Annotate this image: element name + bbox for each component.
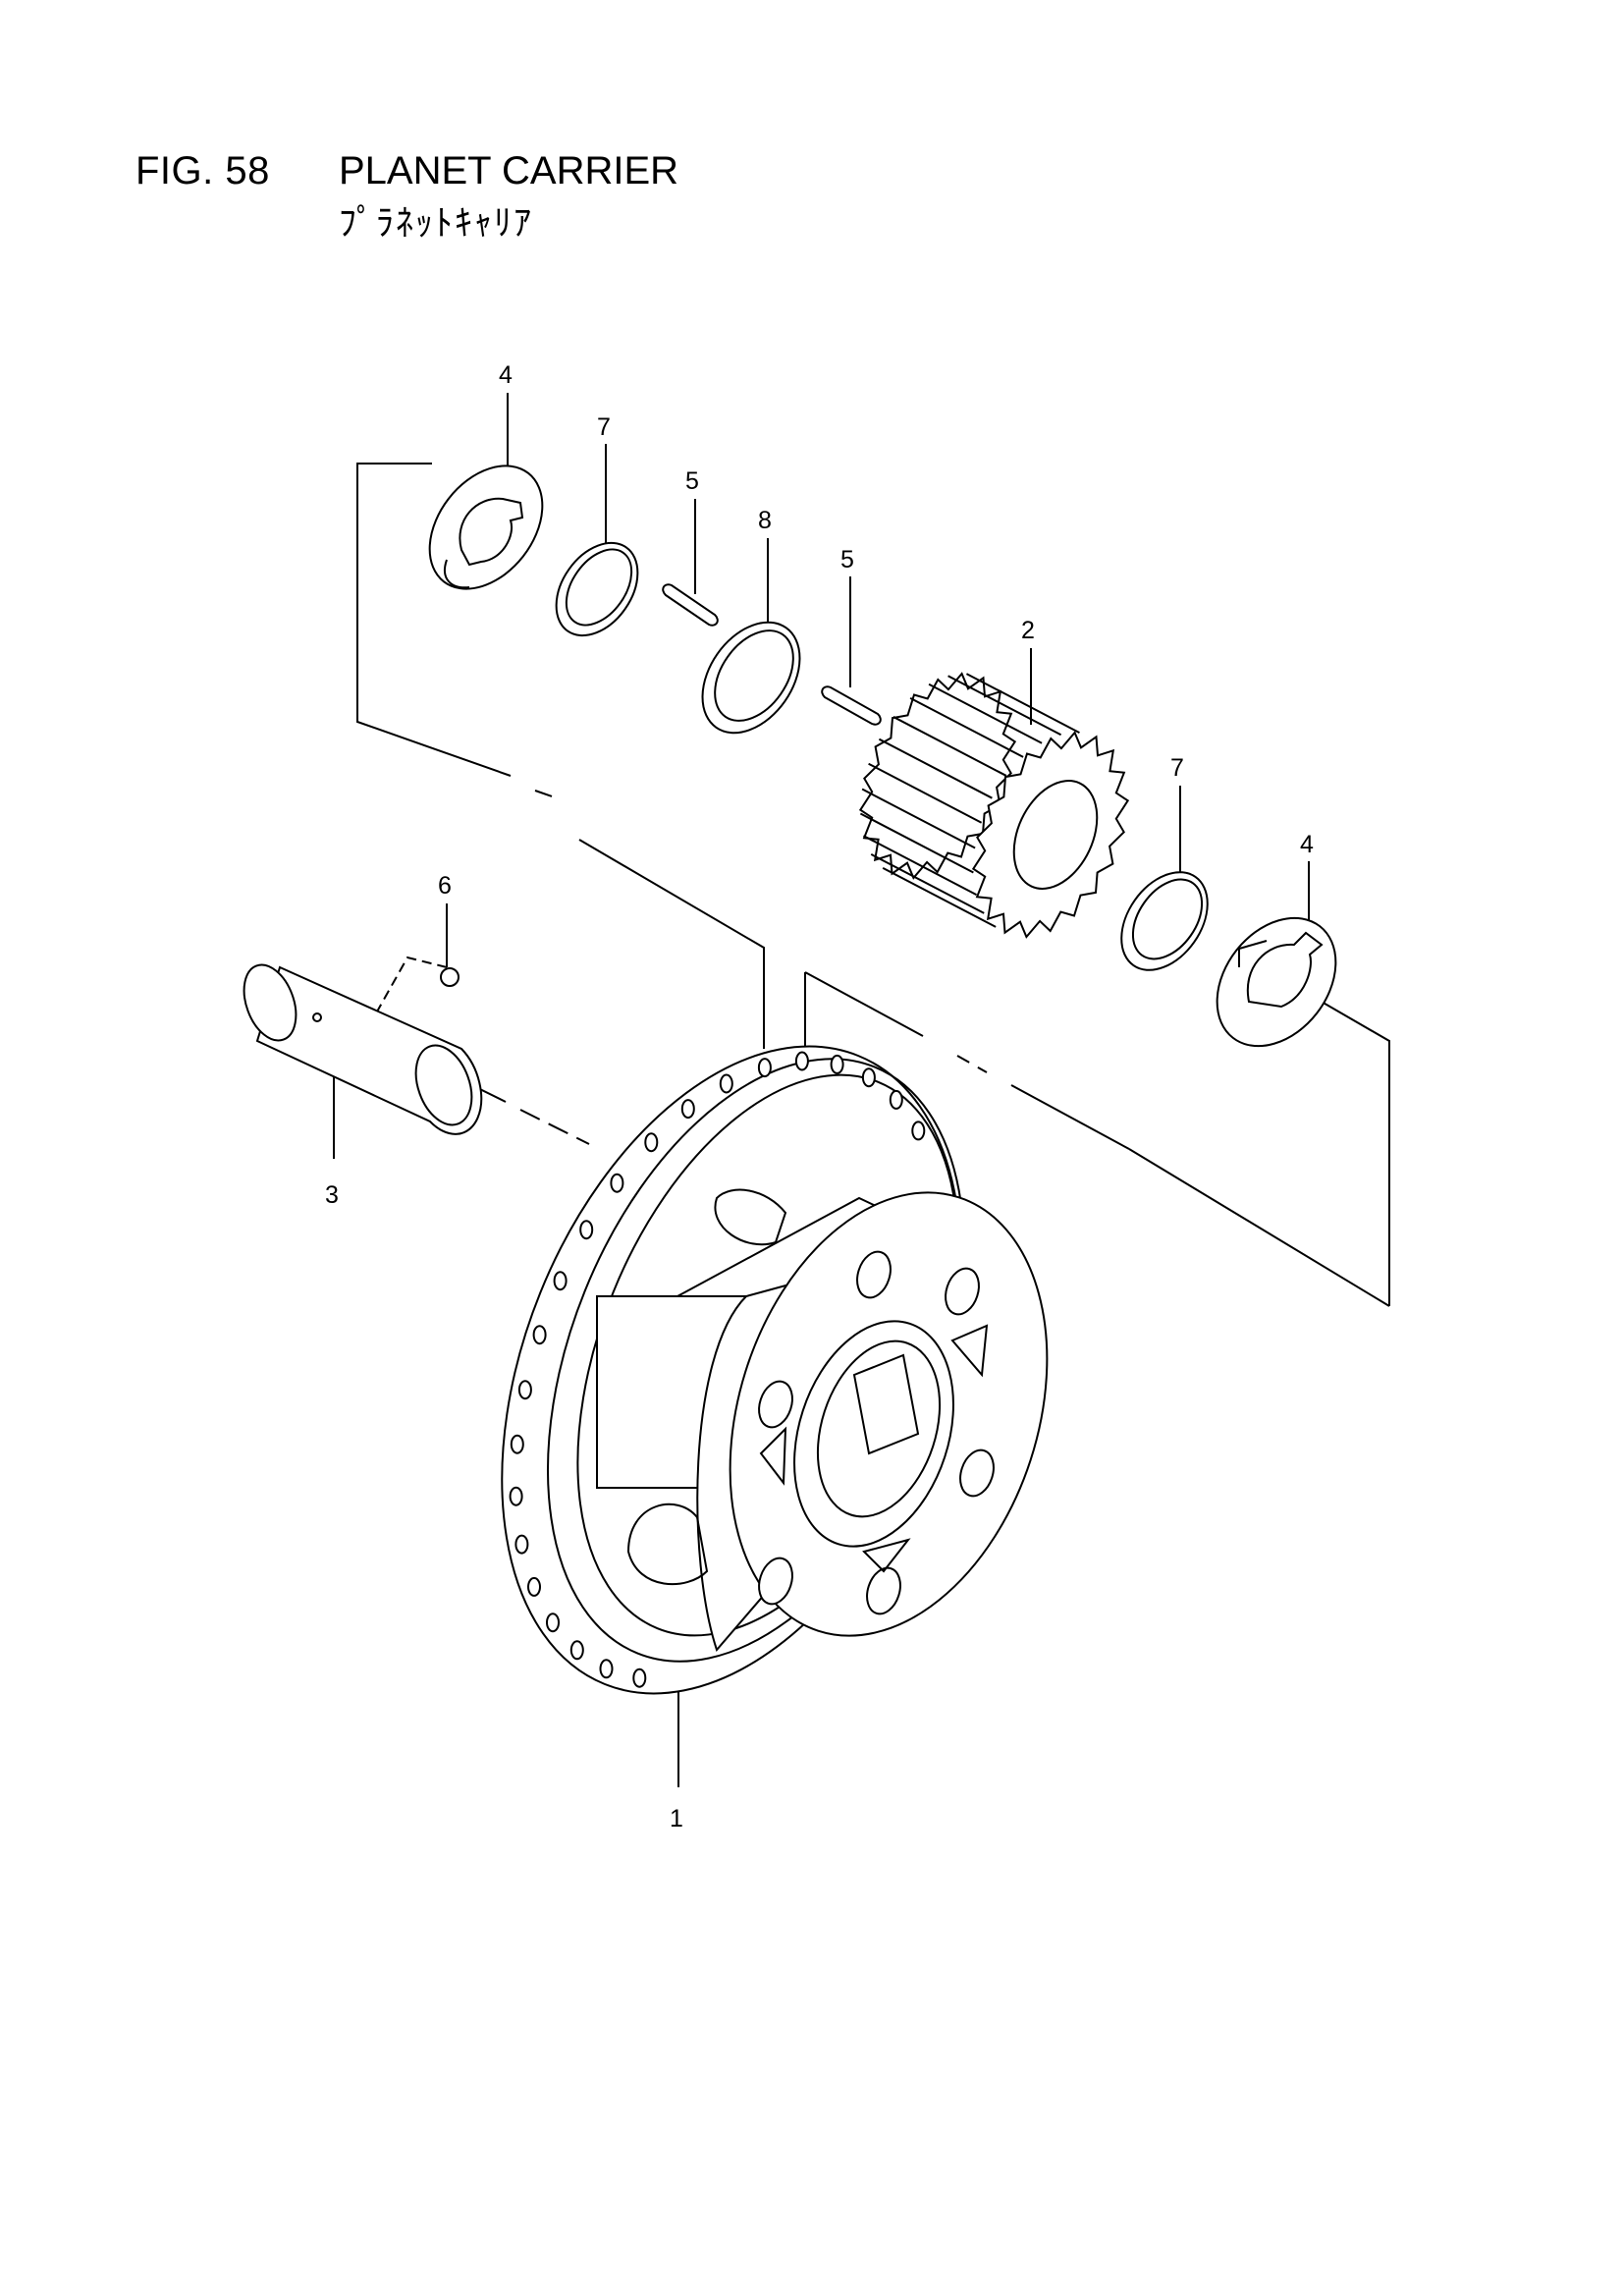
flange-bolt-hole: [757, 1058, 772, 1078]
flange-bolt-hole: [546, 1613, 560, 1633]
steel-ball: [440, 967, 460, 987]
flange-bolt-hole: [532, 1325, 547, 1345]
flange-bolt-hole: [889, 1089, 903, 1110]
callout-4-upper: 4: [499, 361, 513, 389]
callout-leaders: [333, 393, 1310, 1787]
callout-3: 3: [325, 1181, 339, 1209]
flange-bolt-hole: [517, 1380, 532, 1400]
flange-bolt-hole: [830, 1054, 844, 1074]
callout-5-lower: 5: [840, 546, 854, 574]
figure-subtitle: ﾌﾟﾗﾈｯﾄｷｬﾘｱ: [339, 203, 533, 244]
flange-bolt-hole: [599, 1659, 614, 1679]
callout-5-upper: 5: [685, 467, 699, 495]
flange-bolt-hole: [579, 1220, 594, 1240]
planet-shaft: [243, 963, 483, 1135]
callout-7-lower: 7: [1170, 754, 1184, 782]
spacer-ring-upper: [555, 541, 639, 637]
callout-8: 8: [758, 507, 772, 534]
flange-bolt-hole: [510, 1434, 524, 1454]
flange-bolt-hole: [509, 1486, 523, 1506]
flange-bolt-hole: [569, 1640, 584, 1661]
flange-bolt-hole: [644, 1132, 659, 1153]
planet-gear: [858, 672, 1130, 939]
flange-bolt-hole: [861, 1067, 876, 1088]
callout-6: 6: [438, 872, 452, 900]
figure-title: PLANET CARRIER: [339, 149, 679, 192]
spacer-ring-lower: [1120, 871, 1209, 971]
flange-bolt-hole: [553, 1271, 568, 1291]
planet-carrier-housing: [501, 1045, 1049, 1695]
roller-pin-upper: [662, 583, 719, 627]
callout-labels: 4 7 5 8 5 2 7 4 6 3 1: [325, 361, 1314, 1832]
callout-1: 1: [670, 1805, 683, 1832]
callout-7-upper: 7: [597, 413, 611, 441]
flange-bolt-hole: [794, 1051, 809, 1071]
thrust-washer-upper: [428, 465, 544, 590]
flange-bolt-hole: [610, 1173, 624, 1193]
flange-bolt-hole: [719, 1073, 733, 1094]
callout-4-lower: 4: [1300, 831, 1314, 858]
spacer-ring-8: [701, 621, 801, 735]
flange-bolt-hole: [911, 1121, 926, 1141]
roller-pin-lower: [821, 685, 882, 726]
flange-bolt-hole: [632, 1667, 647, 1688]
flange-bolt-hole: [680, 1099, 695, 1120]
callout-2: 2: [1021, 617, 1035, 644]
figure-number: FIG. 58: [135, 149, 270, 192]
flange-bolt-hole: [527, 1576, 541, 1597]
thrust-washer-lower: [1216, 916, 1337, 1048]
flange-bolt-hole: [514, 1534, 529, 1555]
